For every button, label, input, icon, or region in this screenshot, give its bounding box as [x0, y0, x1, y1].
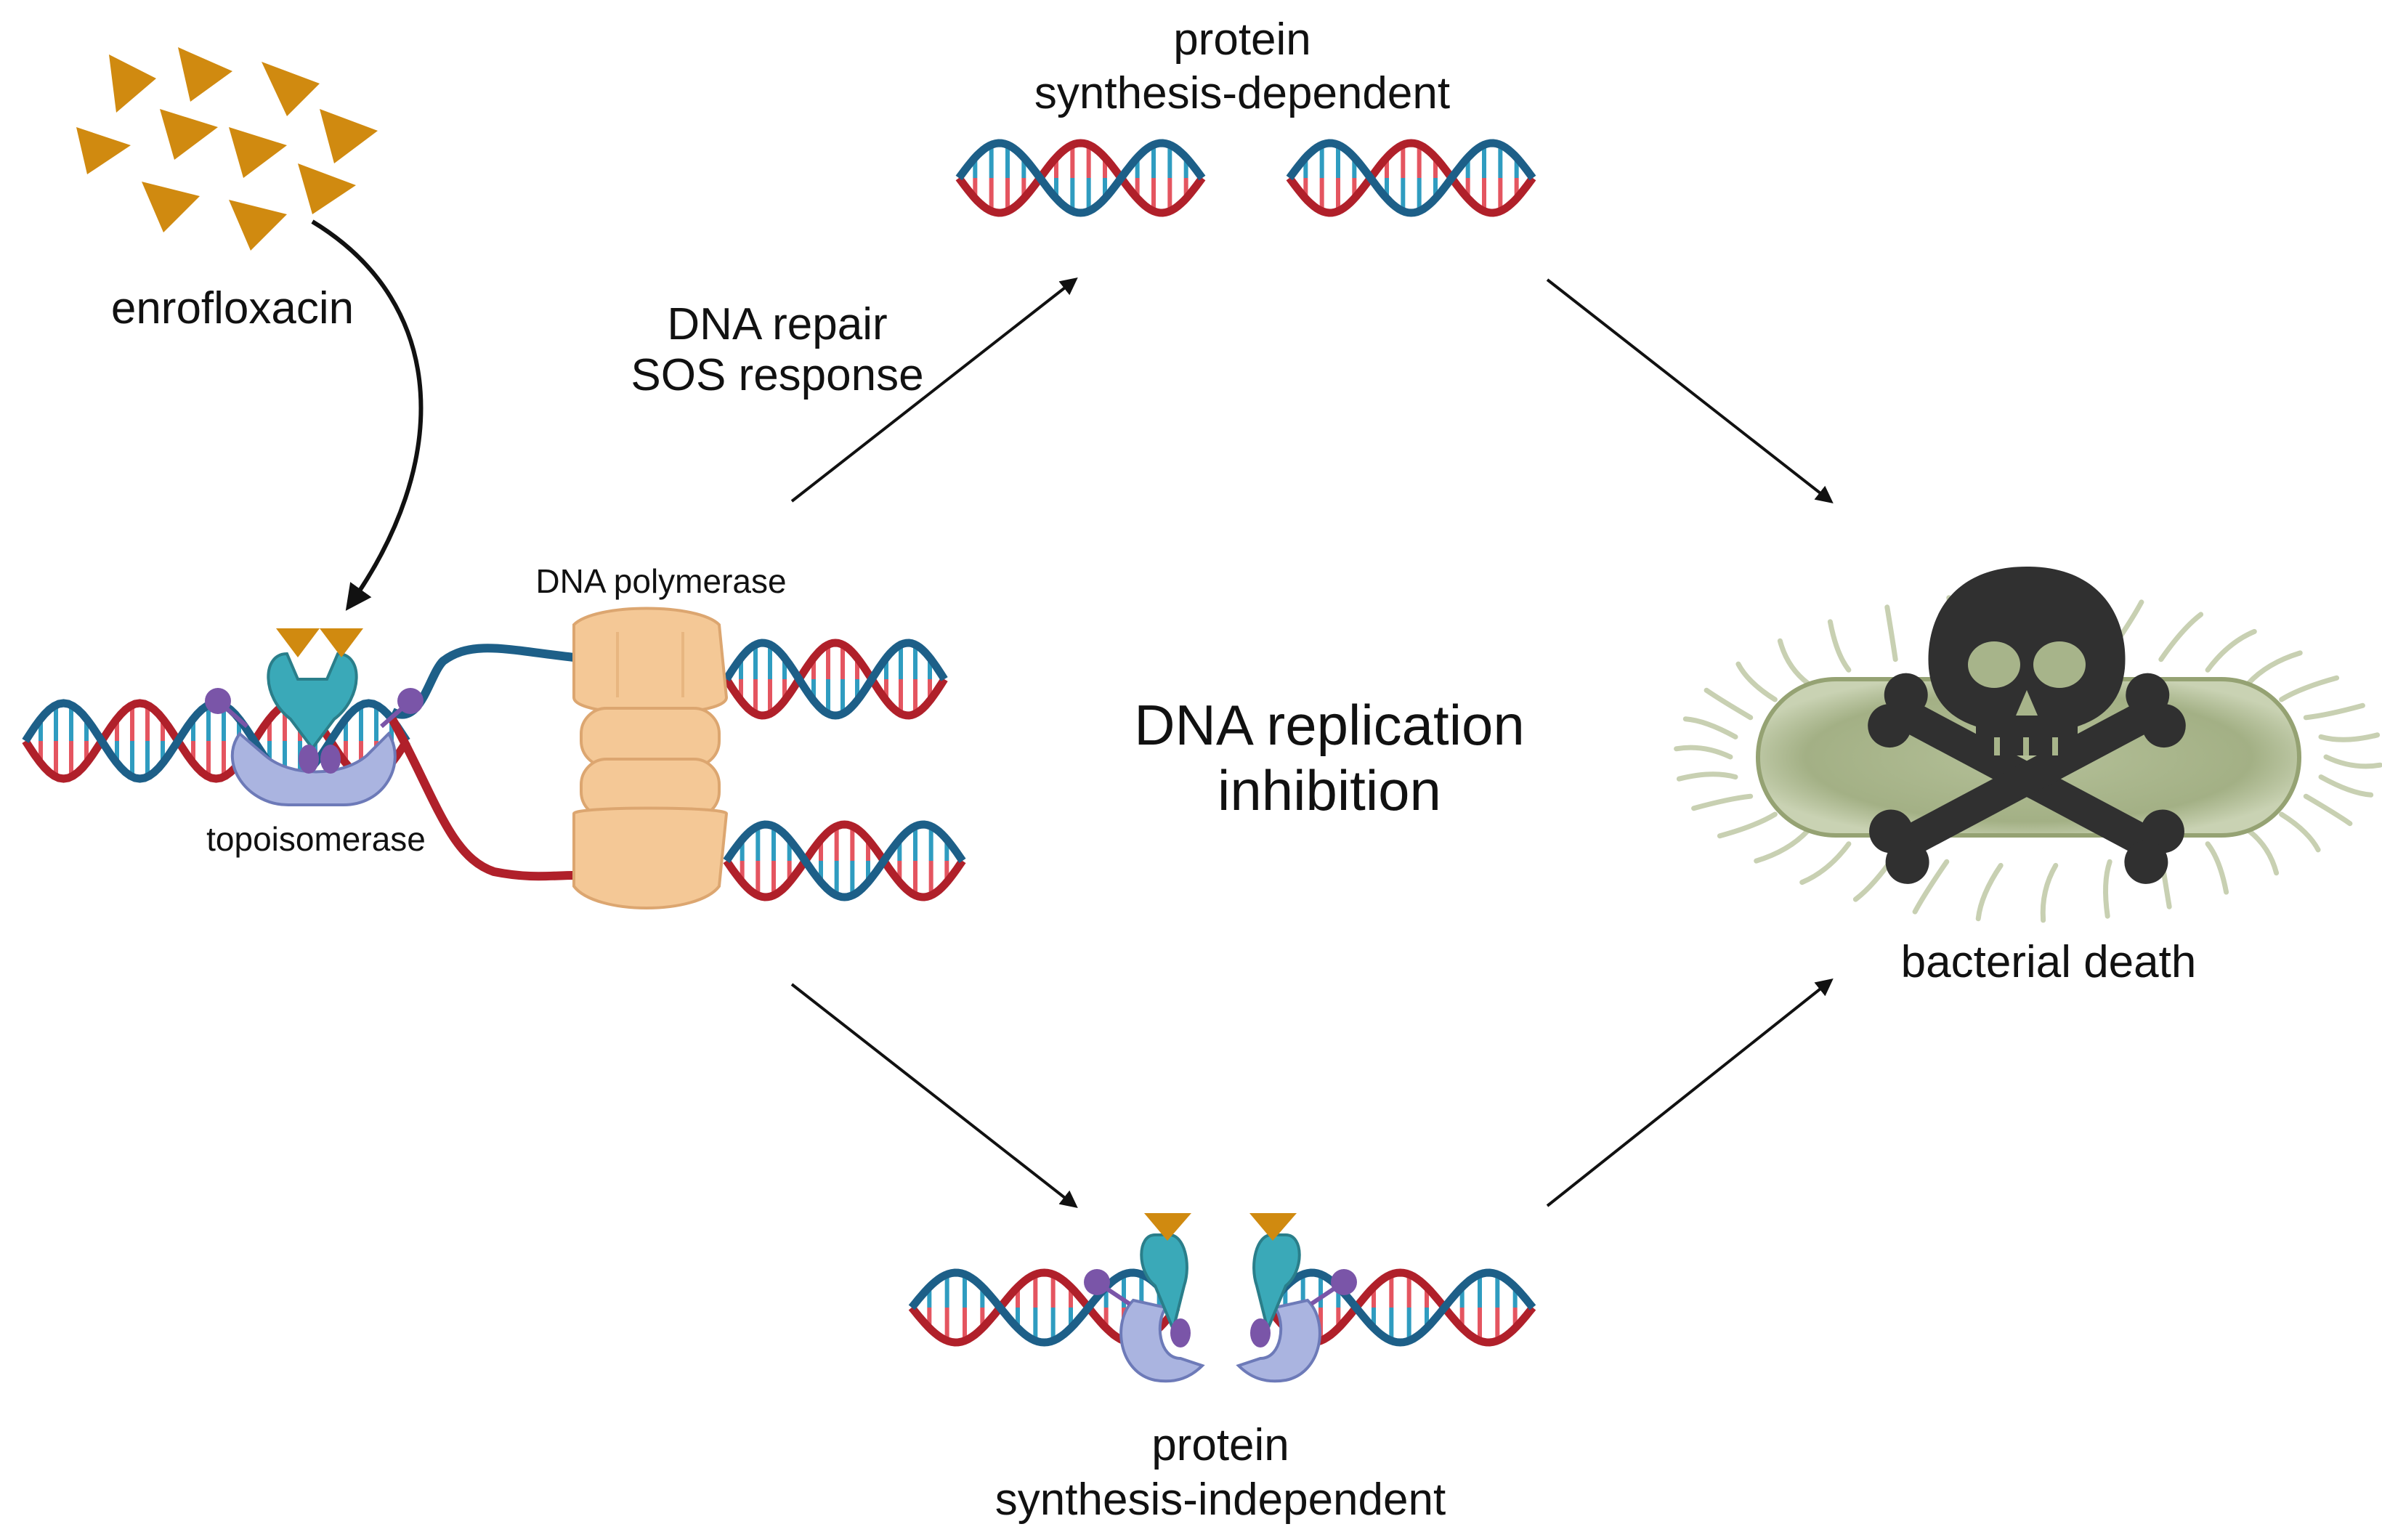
topoisomerase-label: topoisomerase [206, 820, 426, 858]
topoisomerase-cleaved-left [1084, 1213, 1205, 1383]
sos-response-label: SOS response [631, 350, 924, 400]
topoisomerase-cleaved-right [1236, 1213, 1357, 1383]
binding-arrow [311, 219, 424, 611]
fork-strand-red [388, 717, 575, 881]
arrow-to-dependent [790, 277, 1078, 503]
bacterial-death-label: bacterial death [1900, 937, 2197, 987]
center-label-line2: inhibition [1218, 758, 1441, 822]
dna-helix-fork-top [723, 639, 948, 720]
independent-label-line2: synthesis-independent [994, 1475, 1446, 1525]
dna-polymerase-enzyme [572, 607, 729, 909]
arrow-independent-to-death [1546, 978, 1834, 1207]
dna-helix-fork-bottom [723, 820, 966, 901]
dependent-label-line1: protein [1173, 15, 1311, 65]
center-label-line1: DNA replication [1134, 693, 1525, 757]
dna-helix-dependent-right [1286, 139, 1536, 217]
skull-crossbones-icon [1868, 567, 2186, 884]
arrow-to-independent [790, 983, 1078, 1208]
independent-label-line1: protein [1151, 1420, 1289, 1470]
arrow-dependent-to-death [1546, 278, 1834, 503]
topoisomerase-enzyme [205, 628, 424, 807]
enrofloxacin-molecules [76, 47, 378, 251]
dependent-label-line2: synthesis-dependent [1034, 68, 1451, 118]
dna-repair-label: DNA repair [667, 299, 888, 349]
enrofloxacin-label: enrofloxacin [110, 283, 355, 333]
dna-helix-dependent-left [955, 139, 1206, 217]
dna-polymerase-label: DNA polymerase [535, 562, 787, 600]
